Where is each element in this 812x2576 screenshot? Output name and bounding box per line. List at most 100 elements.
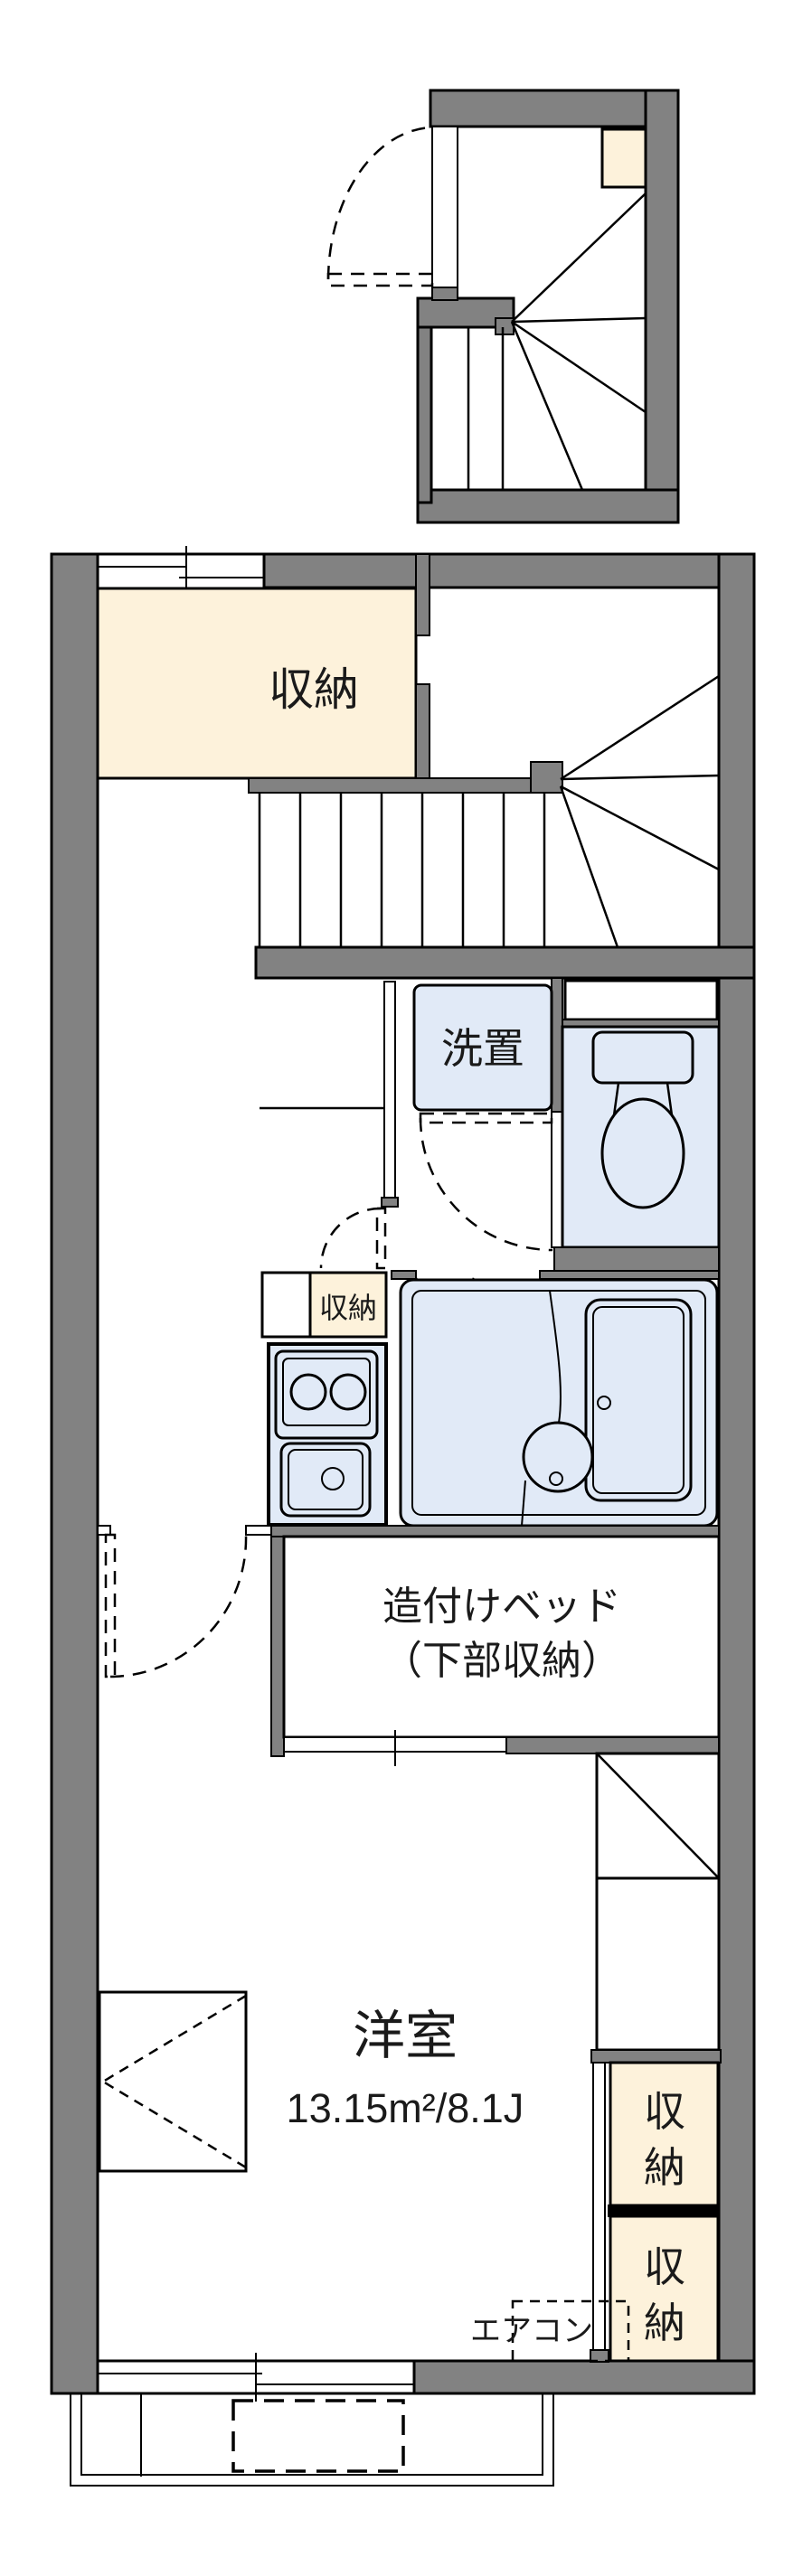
aircon-box <box>511 2299 630 2363</box>
2f-newel-stub <box>495 317 515 335</box>
bed-label-line2: （下部収納） <box>382 1639 621 1683</box>
kitchen-counter-box <box>260 1271 312 1339</box>
2f-entry-wall-cap <box>431 287 458 301</box>
bath-counter-edge <box>521 1480 526 1527</box>
toilet-fixture <box>591 1030 694 1209</box>
bathtub <box>584 1298 693 1502</box>
closet-lower <box>609 2214 720 2363</box>
toilet-window <box>563 979 719 1021</box>
closet-upper <box>609 2061 720 2207</box>
bathroom-inner-frame <box>411 1290 706 1516</box>
room-door-leaf <box>104 1533 117 1678</box>
bed-left-wall <box>270 1536 285 1757</box>
bath-top-wall-right <box>539 1270 720 1280</box>
bath-basin-drain <box>549 1471 563 1486</box>
room-door-wall-stub-left <box>97 1525 111 1536</box>
stair-newel-block <box>530 761 563 794</box>
closet-partition-cap <box>590 2349 609 2363</box>
top-outer-wall <box>262 552 756 589</box>
washroom-door-leaf <box>375 1207 387 1270</box>
2f-right-wall <box>644 89 680 524</box>
toilet-door <box>551 1111 563 1248</box>
toilet-bottom-wall <box>553 1246 720 1274</box>
left-outer-wall <box>50 552 99 2395</box>
kitchen: 収納 <box>260 1271 388 1527</box>
bath-top-wall-left <box>391 1270 417 1280</box>
toilet-left-wall <box>551 977 563 1113</box>
first-floor-staircase <box>248 674 756 980</box>
plain-box <box>595 1876 721 2052</box>
2f-newel-wall <box>416 296 515 329</box>
closet-lower-char2: 納 <box>644 2299 685 2346</box>
bath-counter-curve <box>549 1290 562 1424</box>
bath-hall-door-leaf <box>419 1112 553 1124</box>
built-in-bed: 造付けベッド （下部収納） <box>270 1525 721 1766</box>
washroom: 洗置 <box>260 981 553 1270</box>
bath-hall-door-swing-arc <box>419 1117 553 1252</box>
room-door-wall-stub-right <box>245 1525 274 1536</box>
western-room: 洋室 13.15m²/8.1J <box>98 1990 524 2173</box>
room-name-label: 洋室 <box>353 2007 458 2065</box>
bed-top-wall <box>270 1525 720 1537</box>
porch-inner <box>80 2393 543 2476</box>
laundry-space <box>412 983 553 1112</box>
kitchen-storage-label: 収納 <box>319 1292 377 1324</box>
stair-mid-wall <box>248 777 563 794</box>
room-door <box>97 1525 274 1678</box>
storage-side-wall-upper <box>415 553 430 636</box>
stove-burner-right <box>329 1373 367 1411</box>
room-area-label: 13.15m²/8.1J <box>287 2085 524 2131</box>
porch-outer <box>70 2393 554 2487</box>
closet-upper-char2: 納 <box>644 2144 685 2191</box>
2f-shoe-storage <box>600 127 647 189</box>
closet-lower-char1: 収 <box>644 2243 685 2290</box>
stair-treads <box>258 793 546 947</box>
bathtub-drain <box>597 1396 611 1410</box>
stove-burner-left <box>289 1373 327 1411</box>
entry-door-swing-arc <box>326 126 432 280</box>
stair-bottom-wall <box>254 945 756 980</box>
closet-upper-char1: 収 <box>644 2088 685 2135</box>
toilet-bowl <box>600 1097 685 1209</box>
washroom-partition <box>383 981 396 1199</box>
toilet-tank <box>591 1030 694 1085</box>
entry-door-leaf <box>326 272 434 287</box>
bed-bottom-wall <box>505 1736 720 1754</box>
laundry-label: 洗置 <box>441 1025 524 1072</box>
side-window <box>98 1990 248 2173</box>
right-column: 収 納 収 納 エアコン <box>470 1752 722 2363</box>
kitchen-storage <box>308 1271 388 1339</box>
bed-area <box>282 1535 721 1739</box>
kitchen-sink <box>279 1442 372 1518</box>
storage-room-top: 収納 <box>96 553 430 780</box>
bottom-window <box>96 2353 416 2402</box>
porch-pad <box>231 2399 405 2473</box>
unit-outer-walls <box>50 546 756 2402</box>
washroom-partition-cap <box>381 1197 399 1208</box>
right-outer-wall <box>717 552 756 2395</box>
2f-top-wall <box>429 89 680 128</box>
washroom-door-swing-arc <box>319 1207 382 1269</box>
2f-bottom-wall <box>416 488 680 524</box>
porch <box>70 2393 554 2487</box>
closet-divider <box>608 2205 720 2217</box>
bottom-outer-wall <box>412 2359 756 2395</box>
closet-top-bar <box>590 2049 722 2064</box>
storage-top-label: 収納 <box>269 664 359 715</box>
2f-winder-stairs <box>467 193 647 491</box>
sink-drain <box>321 1467 345 1490</box>
bath-basin <box>522 1421 594 1493</box>
storage-side-wall-lower <box>415 683 430 779</box>
storage-top-area <box>96 587 418 780</box>
bed-label-line1: 造付けベッド <box>382 1584 621 1629</box>
closet-partition <box>592 2062 606 2351</box>
bathroom <box>391 1270 720 1528</box>
stove <box>274 1349 379 1440</box>
room-door-swing-arc <box>109 1534 248 1678</box>
second-floor-stair-block <box>326 89 680 524</box>
2f-entry-wall <box>431 126 458 288</box>
toilet-room <box>551 977 721 1274</box>
aircon: エアコン <box>470 2299 630 2363</box>
